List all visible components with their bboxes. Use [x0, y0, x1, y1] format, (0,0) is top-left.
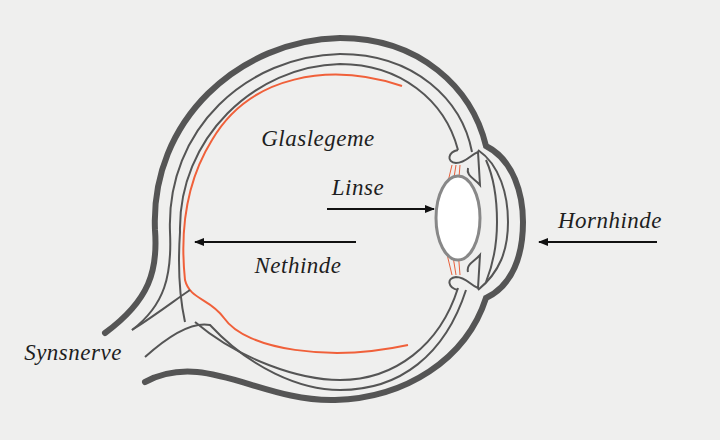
leader-arrow	[327, 208, 434, 210]
optic-nerve-line	[132, 290, 190, 330]
cornea-line	[486, 160, 497, 282]
structure-label: Linse	[332, 176, 384, 199]
lens	[436, 176, 480, 260]
retina	[183, 75, 408, 353]
structure-label: Nethinde	[254, 254, 341, 277]
structure-label: Hornhinde	[558, 209, 662, 232]
choroid-line	[132, 54, 472, 330]
inner-layer-line	[179, 64, 458, 322]
structure-label: Synsnerve	[24, 341, 122, 364]
sclera-outline	[105, 38, 523, 400]
inner-layer-line-lower	[195, 288, 458, 380]
leader-arrow	[539, 241, 657, 243]
cornea-line	[478, 150, 508, 290]
structure-label: Glaslegeme	[261, 127, 375, 150]
choroid-line-lower	[145, 290, 466, 390]
leader-arrow	[195, 241, 356, 243]
